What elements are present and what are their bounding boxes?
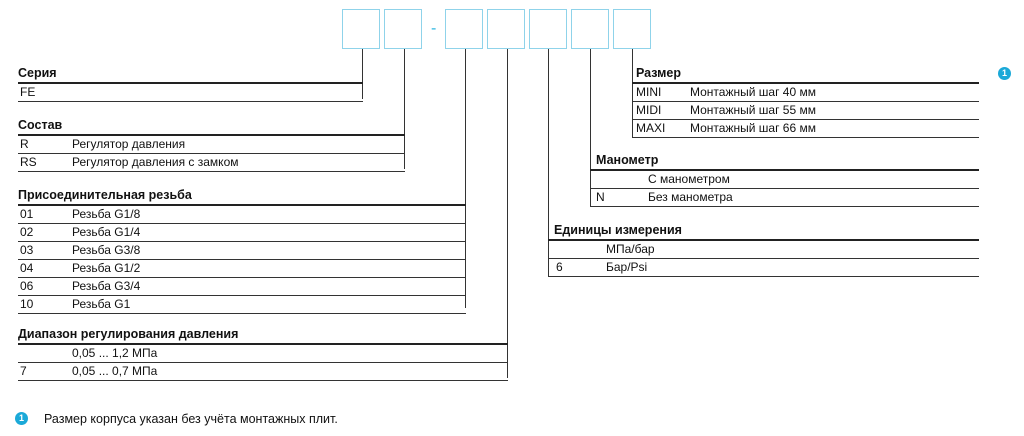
row-desc: Регулятор давления с замком — [72, 155, 239, 169]
table-row: MAXI Монтажный шаг 66 мм — [632, 120, 979, 138]
connector-razmer — [632, 49, 633, 137]
table-row: С манометром — [590, 171, 979, 189]
row-desc: Бар/Psi — [606, 260, 648, 274]
row-code: R — [20, 137, 29, 151]
section-title: Состав — [18, 118, 405, 136]
row-code: MINI — [636, 85, 662, 99]
table-row: N Без манометра — [590, 189, 979, 207]
row-desc: Резьба G1/8 — [72, 207, 141, 221]
row-desc: Резьба G3/8 — [72, 243, 141, 257]
connector-rezba — [465, 49, 466, 308]
section-title: Единицы измерения — [548, 223, 979, 241]
row-code: 03 — [20, 243, 34, 257]
section-edinicy: Единицы измерения МПа/бар 6 Бар/Psi — [548, 223, 979, 277]
table-row: МПа/бар — [548, 241, 979, 259]
code-box-2 — [384, 9, 422, 49]
row-desc: МПа/бар — [606, 242, 655, 256]
code-separator: - — [431, 20, 437, 37]
row-code: 01 — [20, 207, 34, 221]
section-sostav: Состав R Регулятор давления RS Регулятор… — [18, 118, 405, 172]
table-row: R Регулятор давления — [18, 136, 405, 154]
table-row: 03 Резьба G3/8 — [18, 242, 466, 260]
section-razmer: Размер MINI Монтажный шаг 40 мм MIDI Мон… — [632, 66, 979, 138]
code-box-4 — [487, 9, 525, 49]
section-title: Серия — [18, 66, 363, 84]
section-title: Диапазон регулирования давления — [18, 327, 508, 345]
row-desc: Резьба G1 — [72, 297, 131, 311]
table-row: FE — [18, 84, 363, 102]
code-box-7 — [613, 9, 651, 49]
footnote-text: Размер корпуса указан без учёта монтажны… — [44, 412, 338, 426]
row-desc: Резьба G3/4 — [72, 279, 141, 293]
row-code: 6 — [556, 260, 563, 274]
row-desc: Резьба G1/2 — [72, 261, 141, 275]
code-box-5 — [529, 9, 567, 49]
section-manometr: Манометр С манометром N Без манометра — [590, 153, 979, 207]
row-desc: Монтажный шаг 40 мм — [690, 85, 816, 99]
section-rezba: Присоединительная резьба 01 Резьба G1/8 … — [18, 188, 466, 314]
table-row: RS Регулятор давления с замком — [18, 154, 405, 172]
table-row: MIDI Монтажный шаг 55 мм — [632, 102, 979, 120]
table-row: 02 Резьба G1/4 — [18, 224, 466, 242]
footnote-marker-icon: 1 — [998, 67, 1011, 80]
table-row: 01 Резьба G1/8 — [18, 206, 466, 224]
connector-seria — [362, 49, 363, 99]
row-desc: Монтажный шаг 55 мм — [690, 103, 816, 117]
table-row: 10 Резьба G1 — [18, 296, 466, 314]
table-row: MINI Монтажный шаг 40 мм — [632, 84, 979, 102]
section-diapazon: Диапазон регулирования давления 0,05 ...… — [18, 327, 508, 381]
row-code: 10 — [20, 297, 34, 311]
code-box-1 — [342, 9, 380, 49]
section-seria: Серия FE — [18, 66, 363, 102]
row-code: 06 — [20, 279, 34, 293]
row-code: FE — [20, 85, 36, 99]
row-code: MAXI — [636, 121, 666, 135]
section-title: Присоединительная резьба — [18, 188, 466, 206]
row-code: 04 — [20, 261, 34, 275]
row-code: RS — [20, 155, 37, 169]
row-desc: Монтажный шаг 66 мм — [690, 121, 816, 135]
table-row: 6 Бар/Psi — [548, 259, 979, 277]
connector-diapazon — [507, 49, 508, 378]
row-desc: Регулятор давления — [72, 137, 186, 151]
row-desc: С манометром — [648, 172, 730, 186]
row-desc: 0,05 ... 1,2 МПа — [72, 346, 158, 360]
row-code: 02 — [20, 225, 34, 239]
row-desc: Без манометра — [648, 190, 733, 204]
code-box-3 — [445, 9, 483, 49]
connector-manometr — [590, 49, 591, 206]
row-code: N — [596, 190, 605, 204]
table-row: 06 Резьба G3/4 — [18, 278, 466, 296]
table-row: 0,05 ... 1,2 МПа — [18, 345, 508, 363]
footnote-marker-icon: 1 — [15, 412, 28, 425]
row-desc: Резьба G1/4 — [72, 225, 141, 239]
section-title: Размер — [632, 66, 979, 84]
row-code: MIDI — [636, 103, 662, 117]
connector-sostav — [404, 49, 405, 169]
row-code: 7 — [20, 364, 27, 378]
row-desc: 0,05 ... 0,7 МПа — [72, 364, 158, 378]
connector-edinicy — [548, 49, 549, 276]
section-title: Манометр — [590, 153, 979, 171]
code-box-6 — [571, 9, 609, 49]
table-row: 7 0,05 ... 0,7 МПа — [18, 363, 508, 381]
table-row: 04 Резьба G1/2 — [18, 260, 466, 278]
